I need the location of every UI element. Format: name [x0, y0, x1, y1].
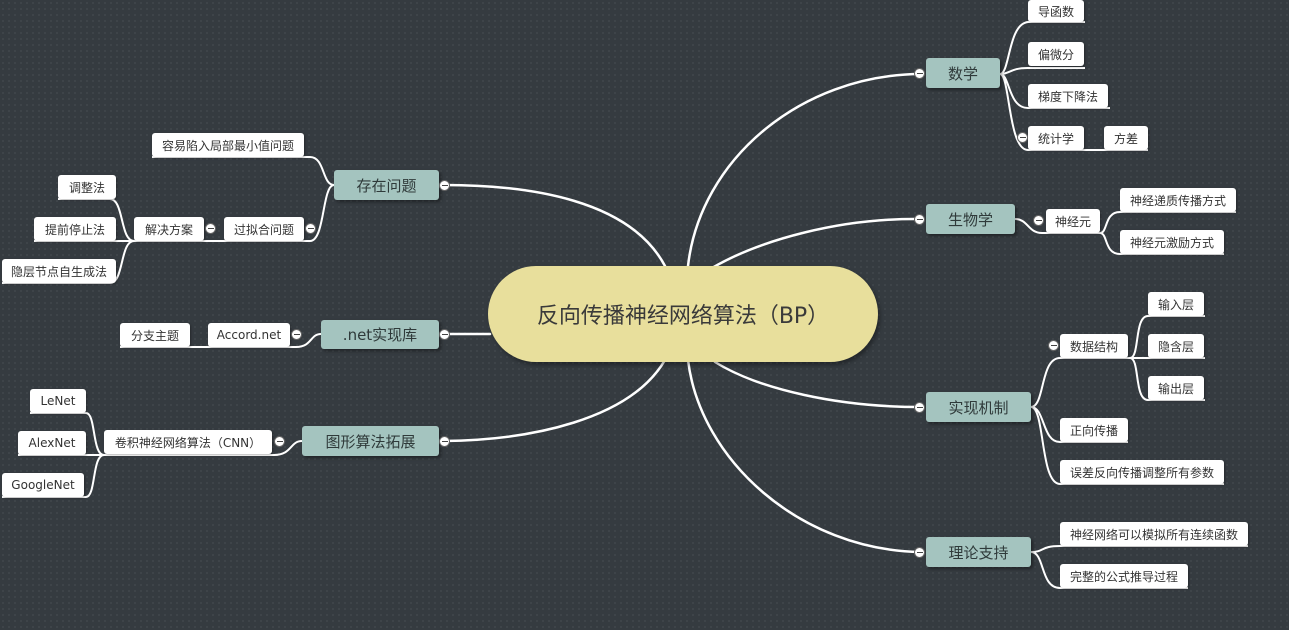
subtopic-error-backprop[interactable]: 误差反向传播调整所有参数 — [1060, 460, 1224, 484]
subtopic-overfitting[interactable]: 过拟合问题 — [224, 217, 304, 241]
subtopic-universal-approximation[interactable]: 神经网络可以模拟所有连续函数 — [1060, 522, 1248, 546]
subtopic-cnn[interactable]: 卷积神经网络算法（CNN） — [104, 430, 272, 454]
collapse-toggle-icon[interactable] — [305, 223, 316, 234]
edge-dotnet-accord — [208, 333, 322, 348]
collapse-toggle-icon[interactable] — [439, 436, 450, 447]
collapse-toggle-icon[interactable] — [291, 329, 302, 340]
edge-math-children — [999, 21, 1148, 151]
collapse-toggle-icon[interactable] — [914, 547, 925, 558]
edge-cnn-children — [2, 412, 105, 498]
edge-neuron-children — [1099, 211, 1236, 255]
subtopic-adjustment[interactable]: 调整法 — [58, 175, 116, 199]
subtopic-local-minimum[interactable]: 容易陷入局部最小值问题 — [152, 133, 304, 157]
edge-root-mechanism — [713, 360, 922, 409]
subtopic-input-layer[interactable]: 输入层 — [1148, 292, 1204, 316]
topic-biology[interactable]: 生物学 — [926, 204, 1015, 234]
subtopic-neurotransmitter[interactable]: 神经递质传播方式 — [1120, 188, 1236, 212]
subtopic-derivative[interactable]: 导函数 — [1028, 0, 1084, 22]
subtopic-googlenet[interactable]: GoogleNet — [2, 473, 84, 497]
topic-theory[interactable]: 理论支持 — [926, 537, 1031, 567]
topic-mechanism[interactable]: 实现机制 — [926, 392, 1031, 422]
edge-graphics-cnn — [104, 440, 303, 456]
subtopic-statistics[interactable]: 统计学 — [1028, 126, 1084, 150]
collapse-toggle-icon[interactable] — [439, 329, 450, 340]
subtopic-formula-derivation[interactable]: 完整的公式推导过程 — [1060, 564, 1188, 588]
subtopic-early-stopping[interactable]: 提前停止法 — [34, 217, 116, 241]
collapse-toggle-icon[interactable] — [205, 223, 216, 234]
edge-root-biology — [710, 217, 922, 270]
topic-dotnet[interactable]: .net实现库 — [321, 320, 439, 349]
subtopic-branch-topic[interactable]: 分支主题 — [120, 323, 190, 347]
edge-datastruct-children — [1129, 315, 1205, 401]
collapse-toggle-icon[interactable] — [1017, 132, 1028, 143]
edge-problems-children — [152, 156, 335, 242]
edge-mechanism-children — [1030, 357, 1224, 485]
subtopic-lenet[interactable]: LeNet — [30, 389, 86, 413]
edge-root-problems — [442, 183, 667, 268]
collapse-toggle-icon[interactable] — [1033, 215, 1044, 226]
collapse-toggle-icon[interactable] — [1048, 340, 1059, 351]
collapse-toggle-icon[interactable] — [439, 180, 450, 191]
edge-biology-neuron — [1014, 218, 1100, 234]
collapse-toggle-icon[interactable] — [914, 68, 925, 79]
subtopic-alexnet[interactable]: AlexNet — [18, 431, 86, 455]
root-topic[interactable]: 反向传播神经网络算法（BP） — [488, 266, 878, 362]
subtopic-forward-propagation[interactable]: 正向传播 — [1060, 418, 1128, 442]
subtopic-hidden-layer[interactable]: 隐含层 — [1148, 334, 1204, 358]
topic-graphics[interactable]: 图形算法拓展 — [302, 426, 439, 456]
subtopic-variance[interactable]: 方差 — [1104, 126, 1148, 150]
edge-root-theory — [686, 358, 922, 554]
subtopic-hidden-node-generation[interactable]: 隐层节点自生成法 — [2, 259, 116, 283]
subtopic-neuron[interactable]: 神经元 — [1046, 209, 1100, 233]
subtopic-gradient-descent[interactable]: 梯度下降法 — [1028, 84, 1108, 108]
subtopic-accord-net[interactable]: Accord.net — [208, 323, 290, 347]
subtopic-solutions[interactable]: 解决方案 — [134, 217, 204, 241]
subtopic-partial-differential[interactable]: 偏微分 — [1028, 42, 1084, 66]
edge-root-graphics — [442, 358, 667, 443]
collapse-toggle-icon[interactable] — [914, 402, 925, 413]
topic-problems[interactable]: 存在问题 — [334, 170, 439, 200]
collapse-toggle-icon[interactable] — [274, 436, 285, 447]
subtopic-output-layer[interactable]: 输出层 — [1148, 376, 1204, 400]
subtopic-neuron-excitation[interactable]: 神经元激励方式 — [1120, 230, 1224, 254]
edge-root-math — [686, 72, 922, 268]
edge-theory-children — [1030, 545, 1248, 589]
collapse-toggle-icon[interactable] — [914, 214, 925, 225]
topic-math[interactable]: 数学 — [926, 58, 1000, 88]
subtopic-data-structure[interactable]: 数据结构 — [1060, 334, 1128, 358]
